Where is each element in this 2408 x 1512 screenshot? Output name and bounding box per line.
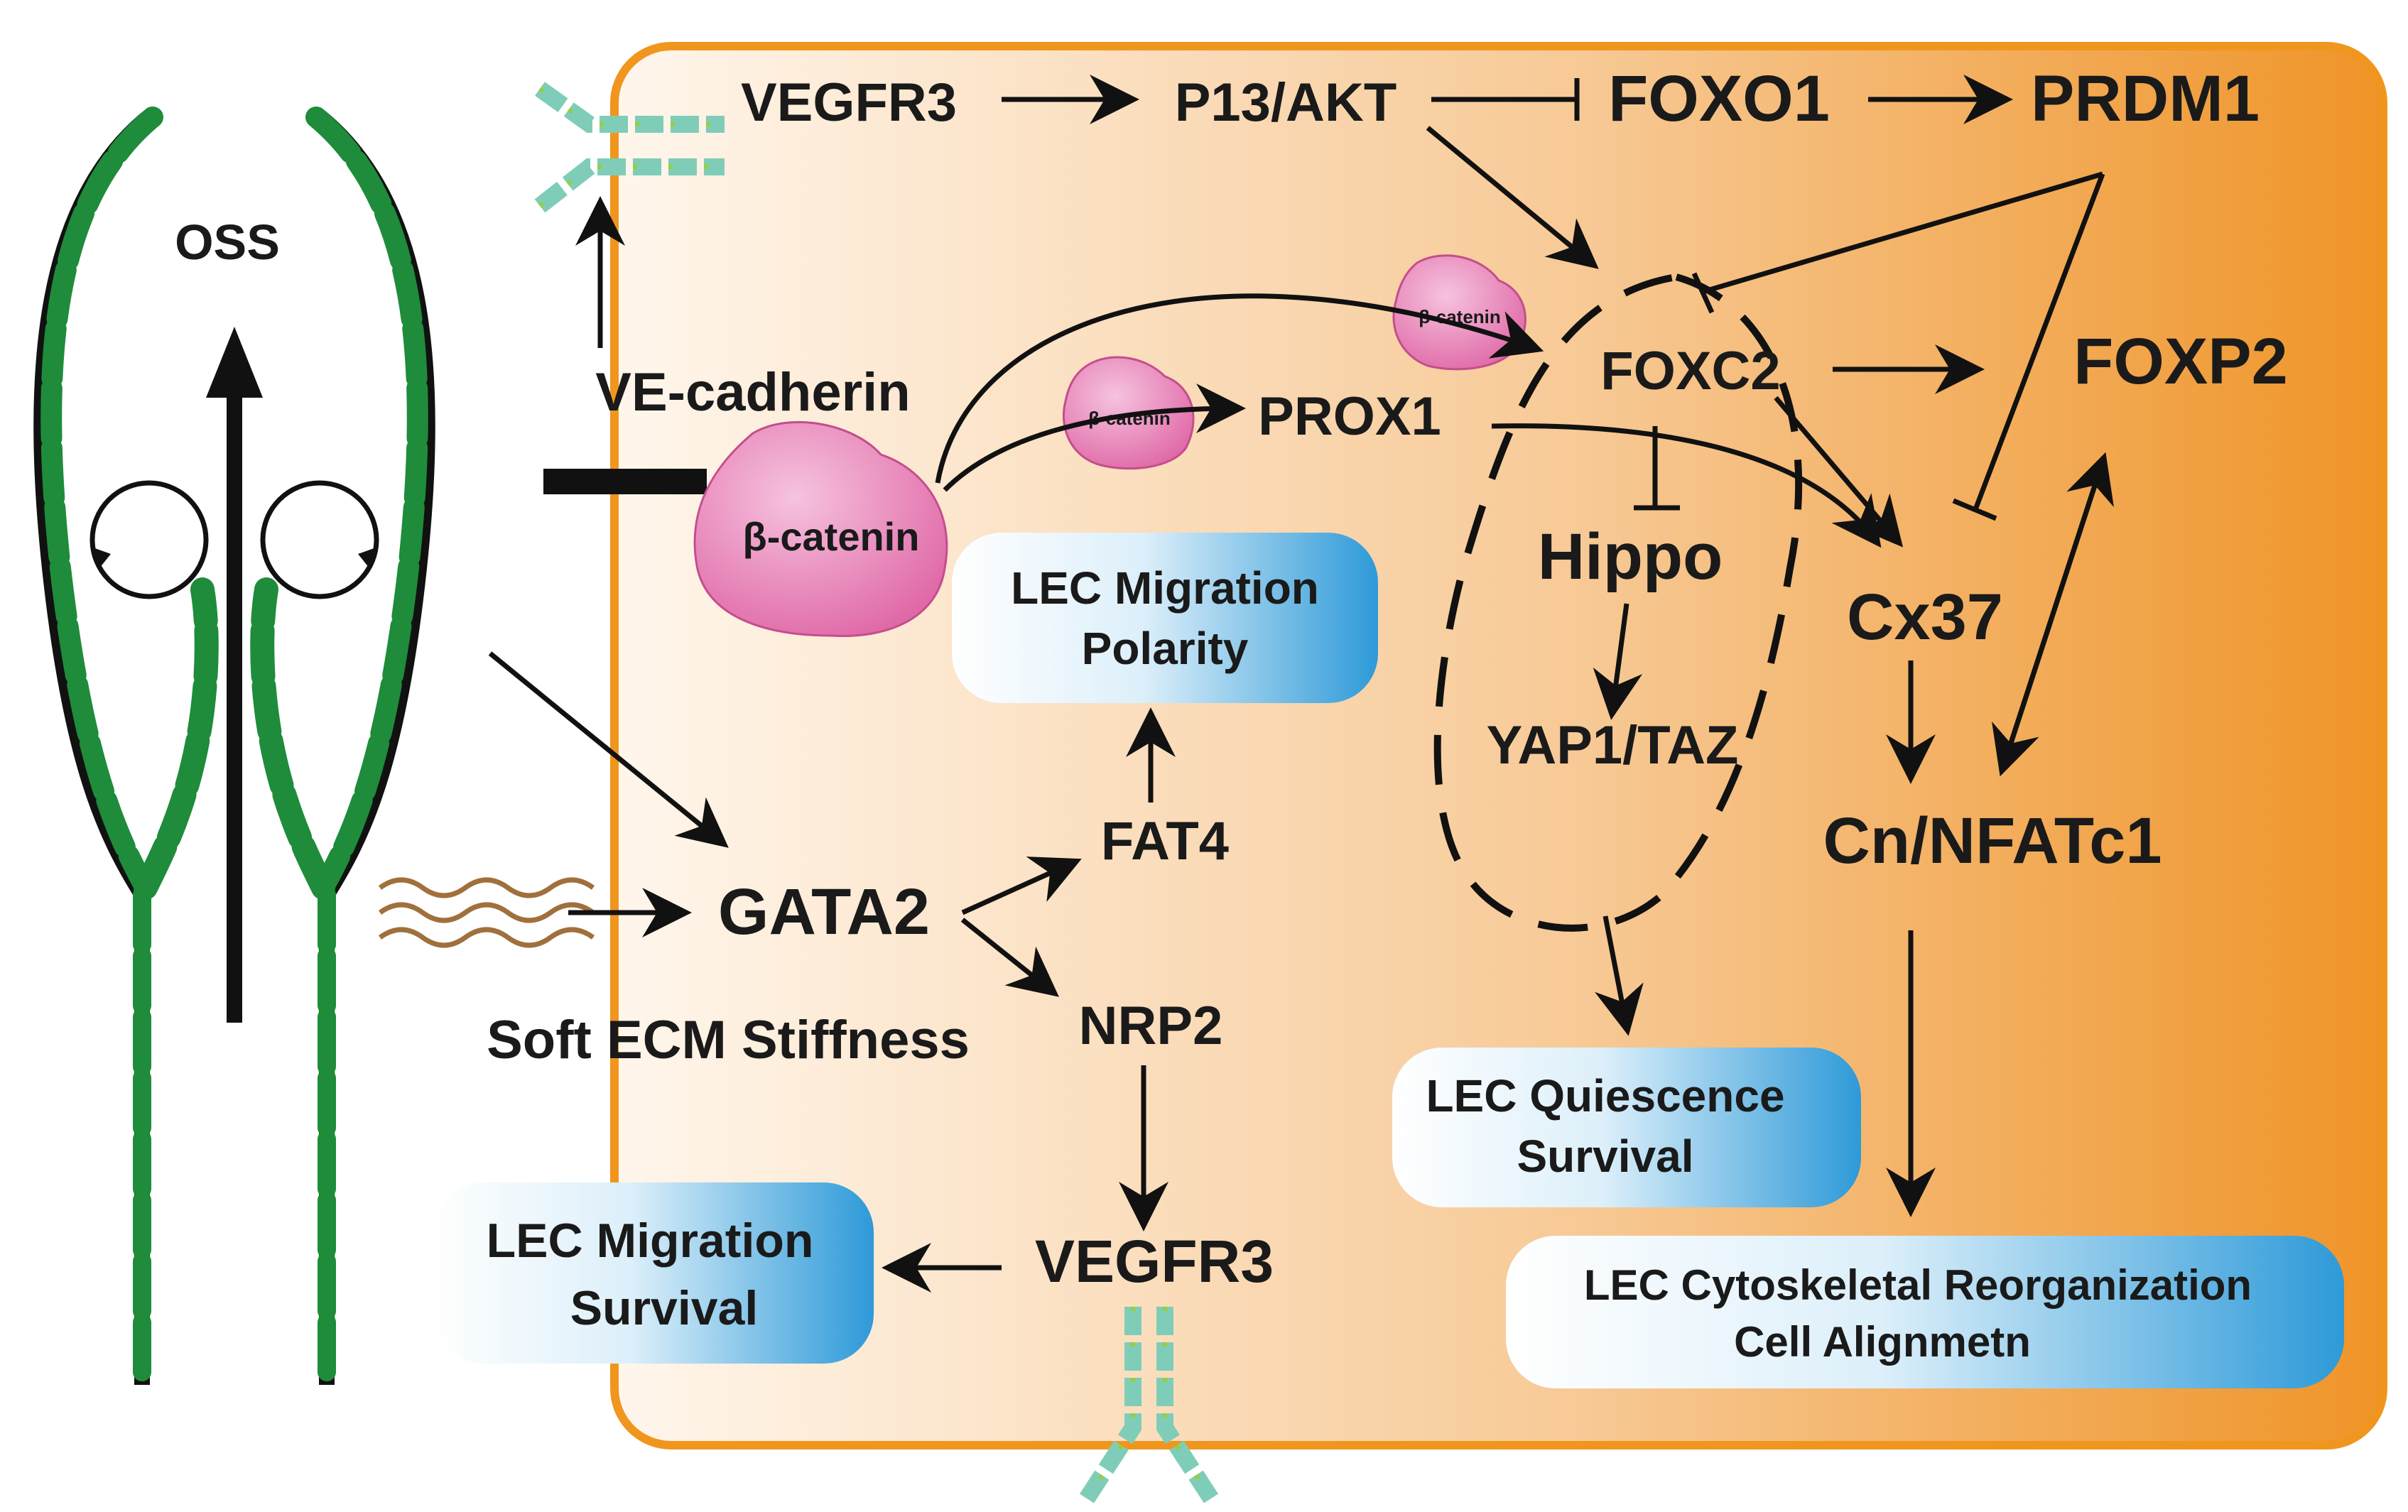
box-quiescence-survival-line2: Survival [1517,1131,1693,1182]
nrp2-label: NRP2 [1079,996,1223,1056]
foxp2-label: FOXP2 [2073,325,2288,398]
prdm1-label: PRDM1 [2031,62,2260,135]
yap1-taz-label: YAP1/TAZ [1487,715,1739,776]
oss-label: OSS [175,214,280,270]
hippo-complex-loop [1433,273,1803,932]
hippo-label: Hippo [1538,521,1723,593]
lymphatic-valve [33,107,435,1387]
foxc2-label: FOXC2 [1600,341,1780,401]
box-cytoskeletal: LEC Cytoskeletal Reorganization Cell Ali… [1506,1236,2344,1388]
box-cytoskeletal-line1: LEC Cytoskeletal Reorganization [1584,1261,2252,1309]
box-cytoskeletal-line2: Cell Alignmetn [1734,1318,2031,1366]
cx37-label: Cx37 [1847,581,2003,653]
cn-nfatc1-label: Cn/NFATc1 [1823,805,2162,877]
vegfr3-bottom-label: VEGFR3 [1035,1228,1274,1295]
box-quiescence-survival-line1: LEC Quiescence [1426,1070,1784,1121]
pi3k-akt-label: P13/AKT [1175,72,1397,133]
box-migration-survival: LEC Migration Survival [433,1182,874,1364]
foxo1-label: FOXO1 [1608,62,1830,135]
box-migration-survival-line2: Survival [570,1281,759,1335]
box-quiescence-survival: LEC Quiescence Survival [1392,1048,1861,1207]
vegfr3-receptor-top [534,82,725,213]
inhibition-lines [1431,78,2105,521]
ve-cadherin-bar [543,469,707,494]
box-migration-polarity-line2: Polarity [1082,623,1249,674]
cell-body [610,42,2387,1450]
box-migration-survival-line1: LEC Migration [487,1214,814,1268]
vegfr3-top-label: VEGFR3 [741,72,957,133]
fat4-label: FAT4 [1101,811,1229,871]
box-migration-polarity-line1: LEC Migration [1011,562,1319,614]
gata2-label: GATA2 [718,876,930,948]
arrows [488,75,2114,1293]
ve-cadherin-label: VE-cadherin [595,362,910,423]
beta-catenin-large-blob [693,420,948,638]
box-migration-polarity: LEC Migration Polarity [952,533,1378,703]
soft-ecm-waves-icon [378,877,595,948]
vegfr3-receptor-bottom [1079,1307,1219,1503]
prox1-label: PROX1 [1258,386,1441,447]
beta-catenin-large-label: β-catenin [743,514,920,559]
soft-ecm-label: Soft ECM Stiffness [487,1010,970,1070]
